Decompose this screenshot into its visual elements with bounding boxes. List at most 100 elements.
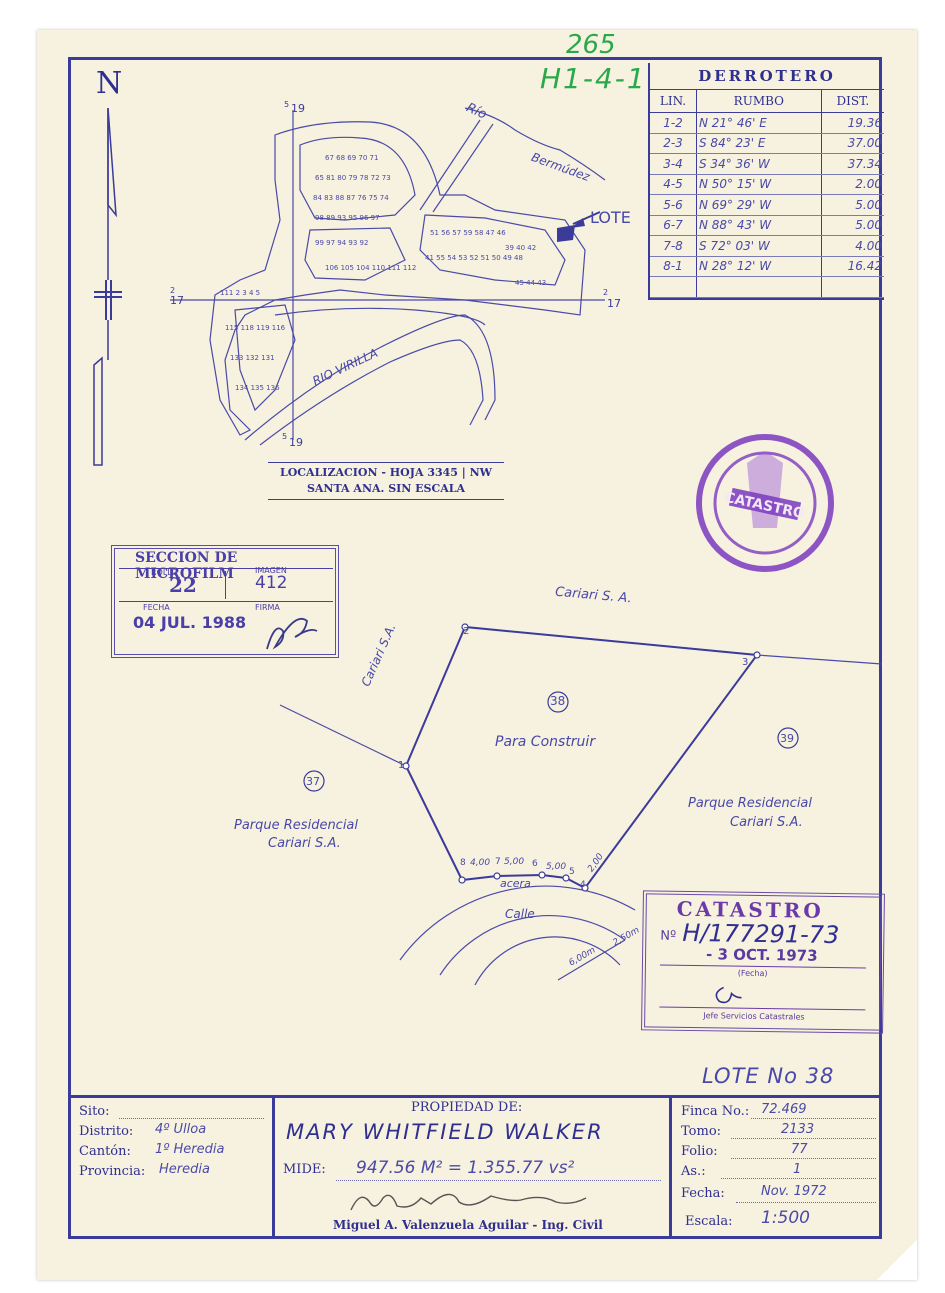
north-arrow-icon [93, 107, 122, 466]
engineer-name: Miguel A. Valenzuela Aguilar - Ing. Civi… [333, 1218, 603, 1232]
derrotero-cell-rumbo: S 72° 03' W [696, 235, 822, 257]
derrotero-cell-rumbo: N 50° 15' W [696, 174, 822, 195]
derrotero-cell-rumbo: N 88° 43' W [696, 215, 822, 236]
derrotero-cell-lin: 3-4 [650, 153, 697, 175]
derrotero-cell-dist: 19.36 [820, 112, 884, 134]
microfilm-stamp: SECCION DE MICROFILM ROLLO 22 IMAGEN 412… [111, 545, 339, 658]
svg-text:67 68 69 70 71: 67 68 69 70 71 [325, 154, 378, 162]
derrotero-cell-rumbo: N 21° 46' E [696, 112, 822, 134]
as-label: As.: [681, 1164, 706, 1179]
grid-bottom-small: 5 [282, 432, 288, 441]
derrotero-cell-lin: 7-8 [650, 235, 697, 257]
svg-text:39 40 42: 39 40 42 [505, 244, 536, 252]
engineer-signature [350, 1193, 587, 1211]
derrotero-cell-lin: 8-1 [650, 256, 697, 277]
sidewalk-label: acera [500, 877, 531, 890]
svg-text:106 105 104 110 111 112: 106 105 104 110 111 112 [325, 264, 416, 272]
fecha-value: 04 JUL. 1988 [133, 613, 247, 632]
street-label: Calle [505, 907, 535, 921]
canton-value: 1º Heredia [155, 1142, 225, 1157]
point-3: 3 [742, 657, 749, 668]
derrotero-cell-rumbo: N 28° 12' W [696, 256, 822, 277]
firma-label: FIRMA [255, 603, 280, 612]
derrotero-cell-rumbo: S 84° 23' E [696, 133, 822, 154]
svg-text:84 83 88 87 76 75 74: 84 83 88 87 76 75 74 [313, 194, 389, 202]
dim-4-00: 4,00 [470, 858, 491, 868]
dim-6: 6 [532, 859, 538, 869]
svg-text:99 97 94 93 92: 99 97 94 93 92 [315, 239, 368, 247]
rollo-value: 22 [169, 573, 197, 597]
lote-marker-label: LOTE [590, 208, 631, 227]
provincia-value: Heredia [159, 1162, 210, 1177]
left-lot-label-1: Parque Residencial [234, 818, 359, 833]
lot-plan [279, 623, 883, 986]
column-header-rumbo: RUMBO [696, 90, 822, 113]
derrotero-cell-dist: 16.42 [820, 256, 884, 277]
derrotero-cell-lin: 6-7 [650, 215, 697, 236]
provincia-label: Provincia: [79, 1164, 146, 1179]
finca-label: Finca No.: [681, 1104, 750, 1119]
derrotero-cell-dist: 5.00 [820, 194, 884, 216]
location-caption: LOCALIZACION - HOJA 3345 | NW SANTA ANA.… [268, 462, 504, 500]
point-2: 2 [463, 626, 470, 637]
catastro-jefe-label: Jefe Servicios Catastrales [703, 1011, 805, 1022]
imagen-value: 412 [255, 573, 288, 593]
escala-value: 1:500 [761, 1208, 810, 1228]
grid-bottom: 19 [289, 436, 303, 449]
derrotero-cell-lin: 4-5 [650, 174, 697, 195]
left-lot-number: 37 [306, 775, 320, 788]
grid-left-small: 2 [170, 286, 176, 295]
left-lot-label-2: Cariari S.A. [268, 836, 341, 851]
mide-label: MIDE: [283, 1162, 326, 1177]
catastro-date: - 3 OCT. 1973 [705, 945, 818, 965]
derrotero-cell-dist: 5.00 [820, 215, 884, 236]
owner-name: MARY WHITFIELD WALKER [286, 1120, 604, 1144]
tomo-label: Tomo: [681, 1124, 722, 1139]
svg-text:45 44 43: 45 44 43 [515, 279, 546, 287]
sito-label: Sito: [79, 1104, 110, 1119]
grid-left: 17 [170, 294, 184, 307]
derrotero-cell-lin: 1-2 [650, 112, 697, 134]
fecha-value: Nov. 1972 [761, 1184, 827, 1199]
catastro-stamp: CATASTRO Nº H/177291-73 - 3 OCT. 1973 (F… [641, 890, 885, 1034]
fecha-label: Fecha: [681, 1186, 725, 1201]
dim-4: 4 [580, 880, 586, 890]
title-block: Sito: Distrito: 4º Ulloa Cantón: 1º Here… [68, 1095, 882, 1239]
derrotero-cell-lin: 5-6 [650, 194, 697, 216]
dim-7: 7 [495, 857, 501, 867]
tomo-value: 2133 [781, 1122, 815, 1137]
catastro-signature [715, 986, 742, 1004]
svg-text:111 2 3 4 5: 111 2 3 4 5 [220, 289, 260, 297]
grid-top-small: 5 [284, 100, 290, 109]
derrotero-cell-rumbo: S 34° 36' W [696, 153, 822, 175]
dim-5: 5 [569, 867, 575, 877]
north-label: N [96, 66, 123, 101]
finca-value: 72.469 [761, 1102, 807, 1117]
svg-text:41 55 54 53 52 51 50 49 48: 41 55 54 53 52 51 50 49 48 [425, 254, 523, 262]
propiedad-label: PROPIEDAD DE: [411, 1100, 523, 1115]
rollo-label: ROLLO [151, 568, 178, 577]
folio-value: 77 [791, 1142, 808, 1157]
derrotero-cell-dist: 37.00 [820, 133, 884, 154]
catastro-number-label: Nº [660, 928, 677, 944]
location-map: 67 68 69 70 71 65 81 80 79 78 72 73 84 8… [170, 107, 606, 446]
catastro-round-stamp: CATASTRO [696, 434, 834, 572]
derrotero-cell-dist: 4.00 [820, 235, 884, 257]
firma-signature [266, 617, 318, 650]
canton-label: Cantón: [79, 1144, 131, 1159]
derrotero-title: DERROTERO [650, 63, 884, 90]
lot-number: 38 [550, 694, 566, 708]
mide-value: 947.56 M² = 1.355.77 vs² [356, 1158, 575, 1178]
fecha-label: FECHA [143, 603, 170, 612]
right-lot-number: 39 [780, 732, 794, 745]
grid-top: 19 [291, 102, 305, 115]
catastro-fecha-label: (Fecha) [737, 968, 768, 979]
